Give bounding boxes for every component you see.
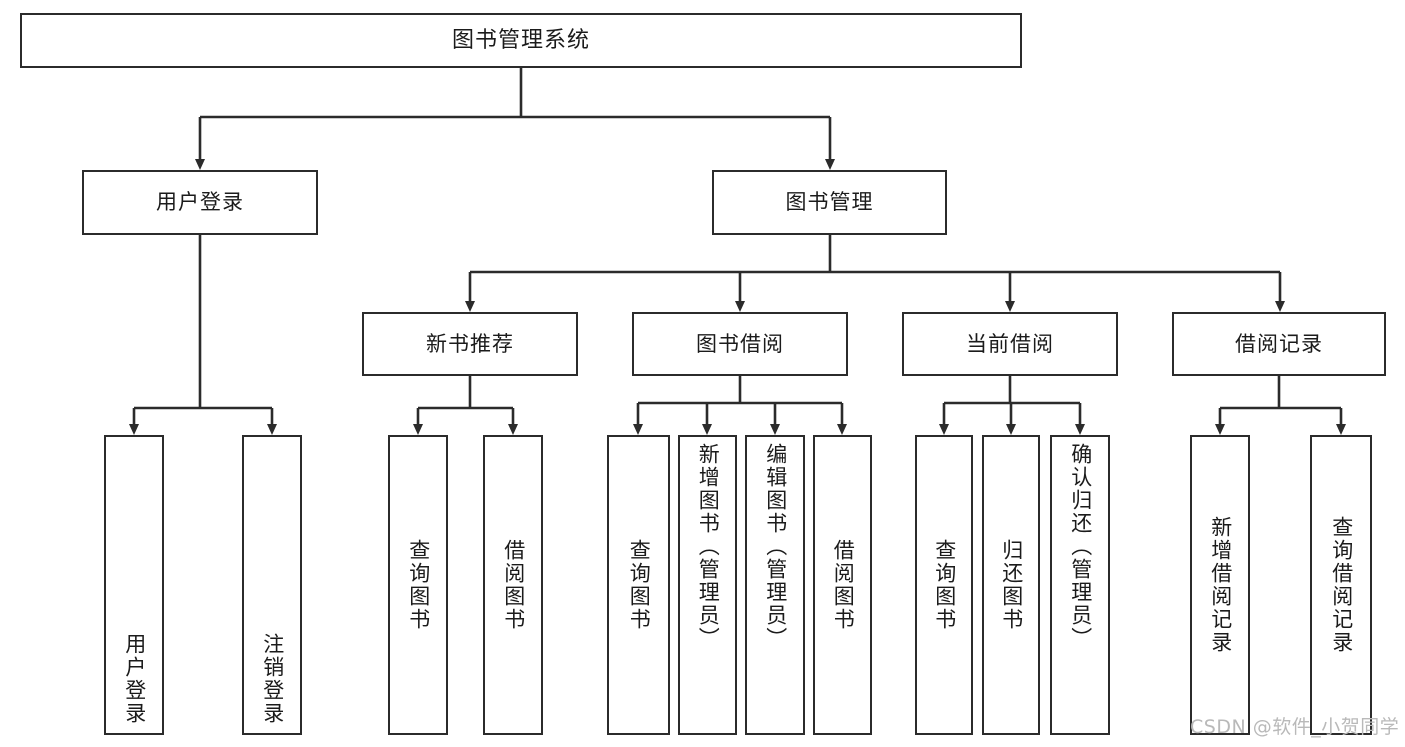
node-current-borrow-label: 当前借阅 xyxy=(966,331,1054,356)
leaf-edit-book-admin-label: 编辑图书（管理员） xyxy=(763,443,788,650)
leaf-borrow-book-recommend[interactable]: 借阅图书 xyxy=(483,435,543,735)
node-new-book-recommend-label: 新书推荐 xyxy=(426,331,514,356)
node-root-label: 图书管理系统 xyxy=(451,27,590,53)
node-book-borrow[interactable]: 图书借阅 xyxy=(632,312,848,376)
leaf-confirm-return-admin[interactable]: 确认归还（管理员） xyxy=(1050,435,1110,735)
leaf-query-book-recommend-label: 查询图书 xyxy=(406,539,431,631)
node-root[interactable]: 图书管理系统 xyxy=(20,13,1022,68)
leaf-add-borrow-record[interactable]: 新增借阅记录 xyxy=(1190,435,1250,735)
leaf-user-logout-label: 注销登录 xyxy=(260,633,285,725)
node-book-borrow-label: 图书借阅 xyxy=(696,331,784,356)
leaf-confirm-return-admin-label: 确认归还（管理员） xyxy=(1068,443,1093,650)
node-borrow-record[interactable]: 借阅记录 xyxy=(1172,312,1386,376)
node-current-borrow[interactable]: 当前借阅 xyxy=(902,312,1118,376)
leaf-query-borrow-record[interactable]: 查询借阅记录 xyxy=(1310,435,1372,735)
leaf-borrow-book-label: 借阅图书 xyxy=(831,539,856,631)
node-user-login[interactable]: 用户登录 xyxy=(82,170,318,235)
leaf-query-borrow-record-label: 查询借阅记录 xyxy=(1329,516,1354,654)
leaf-add-book-admin-label: 新增图书（管理员） xyxy=(696,443,721,650)
leaf-borrow-book-recommend-label: 借阅图书 xyxy=(501,539,526,631)
leaf-borrow-book[interactable]: 借阅图书 xyxy=(813,435,872,735)
leaf-user-login-label: 用户登录 xyxy=(122,633,147,725)
leaf-query-book-current-label: 查询图书 xyxy=(932,539,957,631)
leaf-query-book-borrow-label: 查询图书 xyxy=(627,539,652,631)
leaf-query-book-recommend[interactable]: 查询图书 xyxy=(388,435,448,735)
leaf-query-book-borrow[interactable]: 查询图书 xyxy=(607,435,670,735)
leaf-edit-book-admin[interactable]: 编辑图书（管理员） xyxy=(745,435,805,735)
leaf-user-login[interactable]: 用户登录 xyxy=(104,435,164,735)
node-user-login-label: 用户登录 xyxy=(156,190,244,215)
leaf-user-logout[interactable]: 注销登录 xyxy=(242,435,302,735)
node-book-management[interactable]: 图书管理 xyxy=(712,170,947,235)
node-new-book-recommend[interactable]: 新书推荐 xyxy=(362,312,578,376)
node-book-management-label: 图书管理 xyxy=(785,190,874,215)
node-borrow-record-label: 借阅记录 xyxy=(1235,331,1323,356)
leaf-return-book-label: 归还图书 xyxy=(999,539,1024,631)
leaf-add-book-admin[interactable]: 新增图书（管理员） xyxy=(678,435,737,735)
leaf-return-book[interactable]: 归还图书 xyxy=(982,435,1040,735)
leaf-add-borrow-record-label: 新增借阅记录 xyxy=(1208,516,1233,654)
leaf-query-book-current[interactable]: 查询图书 xyxy=(915,435,973,735)
